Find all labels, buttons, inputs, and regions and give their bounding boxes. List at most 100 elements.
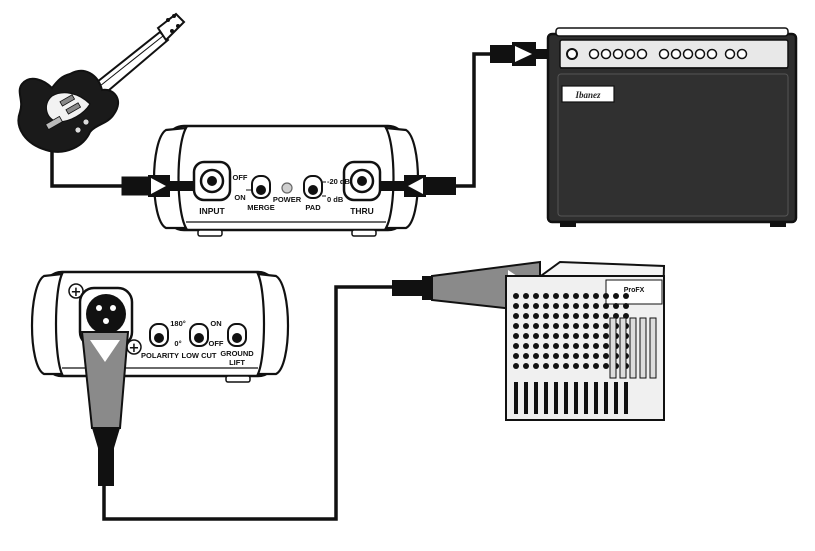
mixer-knob-icon	[523, 323, 529, 329]
mixer-knob-icon	[593, 293, 599, 299]
xlr-connector-icon	[80, 331, 130, 486]
ground-lift-toggle-switch[interactable]	[227, 323, 247, 347]
mixer-knob-icon	[583, 323, 589, 329]
mixer-knob-icon	[603, 293, 609, 299]
mixer-knob-icon	[543, 303, 549, 309]
input-label: INPUT	[199, 206, 225, 216]
mixer-knob-icon	[543, 333, 549, 339]
mixer-knob-icon	[533, 363, 539, 369]
thru-to-amp-cable	[456, 52, 490, 188]
amp-brand-label: Ibanez	[574, 90, 601, 100]
mixer-knob-icon	[573, 363, 579, 369]
mixer-knob-icon	[583, 343, 589, 349]
ground-lift-label-2: LIFT	[229, 358, 245, 367]
mixer-knob-icon	[593, 363, 599, 369]
mixer-knob-icon	[533, 303, 539, 309]
amp-knob-icon	[658, 48, 670, 60]
mixer-fader-icon	[614, 382, 618, 414]
mixer-fader-icon	[524, 382, 528, 414]
thru-plug-icon	[380, 175, 456, 197]
pad-toggle-switch[interactable]	[303, 175, 323, 199]
amp-knob-icon	[600, 48, 612, 60]
mixer-knob-icon	[513, 303, 519, 309]
amp-knob-icon	[670, 48, 682, 60]
amp-knob-icon	[636, 48, 648, 60]
amp-knob-icon	[624, 48, 636, 60]
xlr-screw-top-icon	[68, 283, 84, 299]
mixer-fader-icon	[584, 382, 588, 414]
mixer-knob-icon	[523, 313, 529, 319]
mixer-knob-icon	[533, 343, 539, 349]
mixer-knob-icon	[603, 363, 609, 369]
input-plug-icon	[121, 175, 194, 197]
mixer-knob-icon	[563, 363, 569, 369]
mixer-knob-icon	[543, 343, 549, 349]
merge-toggle-switch[interactable]	[251, 175, 271, 199]
mixer-knob-icon	[573, 353, 579, 359]
mixer-fader-icon	[624, 382, 628, 414]
pad-0db-label: 0 dB	[327, 195, 344, 204]
mixer-knob-icon	[603, 343, 609, 349]
mixer-fader-icon	[594, 382, 598, 414]
mixer-knob-icon	[583, 333, 589, 339]
mixer-knob-icon	[563, 343, 569, 349]
mixer-knob-icon	[583, 303, 589, 309]
polarity-0-label: 0°	[174, 339, 181, 348]
thru-jack[interactable]	[342, 160, 382, 202]
input-jack[interactable]	[192, 160, 232, 202]
mixer-knob-icon	[593, 333, 599, 339]
mixer-master-section-icon	[639, 317, 647, 379]
mixer-knob-icon	[593, 343, 599, 349]
mixer-knob-icon	[573, 323, 579, 329]
polarity-toggle-switch[interactable]	[149, 323, 169, 347]
low-cut-on-label: ON	[210, 319, 221, 328]
mixer-knob-icon	[563, 323, 569, 329]
xlr-plus-top-label: +	[71, 285, 82, 300]
guitar-to-input-cable	[50, 150, 122, 188]
mixer-master-section-icon	[619, 317, 627, 379]
mixer-knob-icon	[553, 343, 559, 349]
mixer-knob-icon	[553, 333, 559, 339]
electric-guitar-icon	[17, 12, 186, 153]
mixer-knob-icon	[573, 293, 579, 299]
mixer-knob-icon	[553, 313, 559, 319]
mixer-knob-icon	[543, 293, 549, 299]
mixer-knob-icon	[513, 343, 519, 349]
mixer-knob-icon	[533, 353, 539, 359]
mixer-knob-icon	[523, 353, 529, 359]
power-label: POWER	[273, 195, 302, 204]
mixer-knob-icon	[553, 303, 559, 309]
mixer-knob-icon	[523, 363, 529, 369]
amp-input-jack[interactable]	[566, 48, 578, 60]
mixer-knob-icon	[553, 363, 559, 369]
mixer-knob-icon	[603, 353, 609, 359]
mixer-knob-icon	[583, 363, 589, 369]
mixer-knob-icon	[553, 353, 559, 359]
mixer-knob-icon	[593, 353, 599, 359]
mixer-knob-icon	[583, 313, 589, 319]
low-cut-toggle-switch[interactable]	[189, 323, 209, 347]
mixer-fader-icon	[544, 382, 548, 414]
mixer-brand-label: ProFX	[624, 287, 645, 294]
mixer-knob-icon	[533, 323, 539, 329]
mixer-fader-icon	[604, 382, 608, 414]
merge-label: MERGE	[247, 203, 275, 212]
mixer-fader-icon	[514, 382, 518, 414]
mixer-knob-icon	[623, 303, 629, 309]
mixer-knob-icon	[513, 313, 519, 319]
mixer-knob-icon	[543, 323, 549, 329]
polarity-180-label: 180°	[170, 319, 186, 328]
mixer-knob-icon	[593, 323, 599, 329]
mixer-knob-icon	[563, 353, 569, 359]
amp-knob-icon	[612, 48, 624, 60]
mixer-knob-icon	[593, 313, 599, 319]
pad-label: PAD	[305, 203, 321, 212]
mixer-knob-icon	[523, 343, 529, 349]
mixer-fader-icon	[564, 382, 568, 414]
mixer-knob-icon	[603, 333, 609, 339]
amp-knob-icon	[682, 48, 694, 60]
mixer-knob-icon	[613, 293, 619, 299]
mixer-knob-icon	[563, 313, 569, 319]
guitar-amplifier	[546, 27, 798, 227]
